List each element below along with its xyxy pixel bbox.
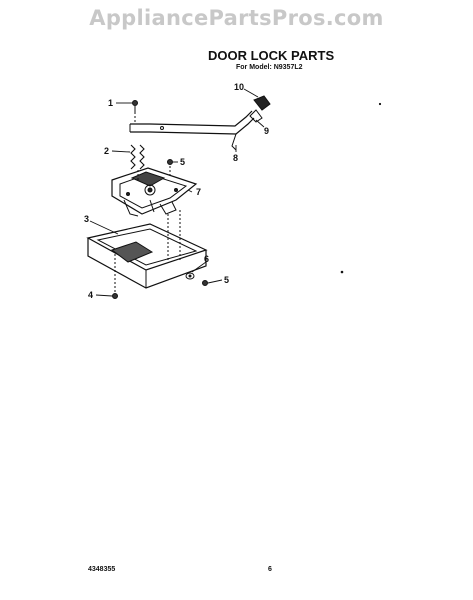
- stray-mark: [378, 102, 382, 106]
- callout-4: 4: [88, 290, 93, 300]
- watermark: AppliancePartsPros.com: [89, 6, 384, 30]
- callout-3: 3: [84, 214, 89, 224]
- washer: [185, 272, 195, 280]
- screw-5-upper: [167, 159, 173, 165]
- latch-assembly: [111, 167, 198, 217]
- callout-9: 9: [264, 126, 269, 136]
- callout-5-upper: 5: [180, 157, 185, 167]
- page-title: DOOR LOCK PARTS: [208, 48, 335, 63]
- model-subtitle: For Model: N9357L2: [236, 64, 303, 71]
- callout-8: 8: [233, 153, 238, 163]
- callout-7: 7: [196, 187, 201, 197]
- lock-rod: [129, 110, 255, 151]
- screw-5-lower: [202, 280, 208, 286]
- stray-mark: [340, 270, 344, 274]
- callout-5-lower: 5: [224, 275, 229, 285]
- callout-6: 6: [204, 254, 209, 264]
- leader-lines: [89, 88, 265, 297]
- rod-knob: [249, 95, 271, 123]
- callout-1: 1: [108, 98, 113, 108]
- screw-4: [112, 293, 118, 299]
- lock-housing: [86, 223, 208, 289]
- page-number: 6: [268, 566, 272, 573]
- callout-10: 10: [234, 82, 244, 92]
- callout-2: 2: [104, 146, 109, 156]
- document-number: 4348355: [88, 566, 116, 573]
- spring: [130, 144, 145, 170]
- screw-1: [132, 100, 138, 112]
